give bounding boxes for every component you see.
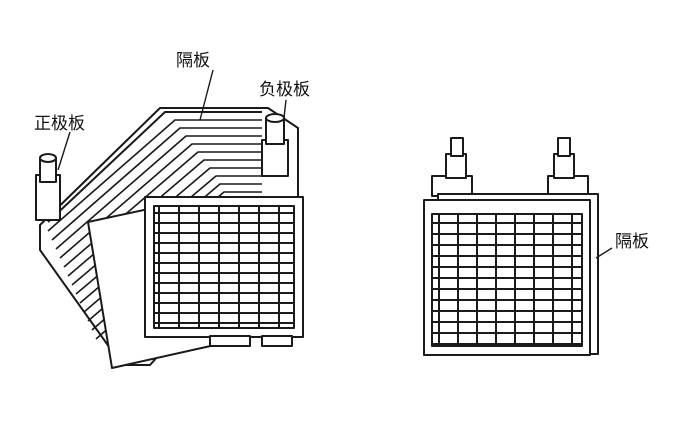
right-terminal: [547, 137, 589, 197]
label-negative-plate: 负极板: [259, 80, 310, 100]
label-separator-top: 隔板: [176, 51, 210, 71]
plate: [423, 199, 591, 356]
exploded-cell: [35, 69, 304, 369]
leader-line-right: [595, 247, 613, 259]
label-positive-plate: 正极板: [34, 114, 85, 134]
negative-plate-terminal: [261, 113, 289, 177]
front-plate: [144, 196, 304, 347]
left-terminal: [431, 137, 473, 197]
positive-plate-terminal: [35, 153, 61, 221]
leader-lines-left: [57, 69, 287, 171]
label-separator-right: 隔板: [615, 232, 649, 252]
assembled-cell: [423, 137, 613, 356]
